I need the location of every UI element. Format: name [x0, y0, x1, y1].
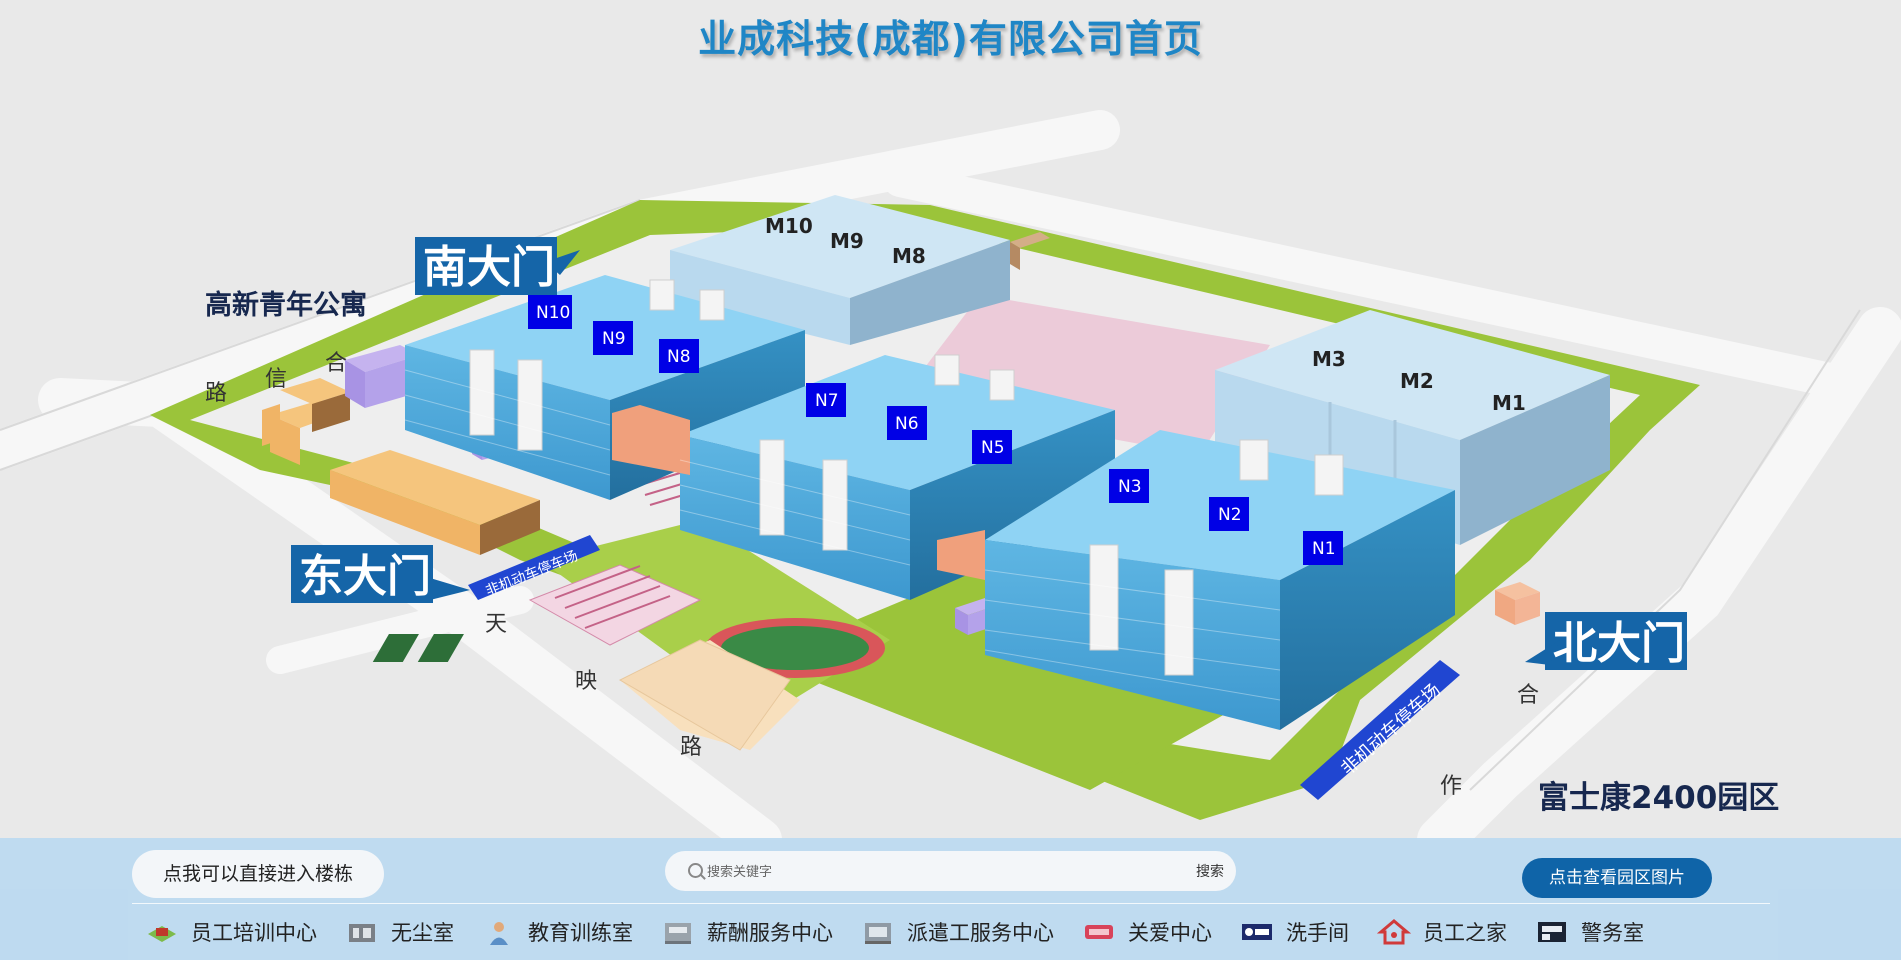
restroom-icon — [1240, 918, 1274, 946]
enter-building-button[interactable]: 点我可以直接进入楼栋 — [132, 850, 384, 898]
svg-text:N5: N5 — [981, 438, 1005, 458]
nav-item-care-center[interactable]: 关爱中心 — [1082, 917, 1212, 947]
search-icon — [688, 863, 703, 878]
svg-text:合: 合 — [325, 351, 347, 376]
nav-item-restroom[interactable]: 洗手间 — [1240, 917, 1349, 947]
building-m1-label: M1 — [1492, 391, 1526, 415]
nav-item-dispatch-service[interactable]: 派遣工服务中心 — [861, 917, 1054, 947]
south-gate-label[interactable]: 南大门 — [415, 237, 580, 295]
nav-item-police-room[interactable]: 警务室 — [1535, 917, 1644, 947]
building-m9-label: M9 — [830, 229, 864, 253]
employee-home-icon — [1376, 918, 1412, 946]
svg-text:合: 合 — [1517, 683, 1539, 708]
building-n2-label[interactable]: N2 — [1209, 497, 1249, 531]
svg-text:南大门: 南大门 — [423, 242, 555, 293]
tianying-road-label: 天 映 路 — [485, 612, 702, 760]
cleanroom-icon — [345, 918, 379, 946]
education-icon — [482, 918, 516, 946]
police-room-icon — [1535, 918, 1569, 946]
nav-item-employee-home[interactable]: 员工之家 — [1376, 917, 1507, 947]
bike-parking-area — [528, 469, 702, 646]
divider — [132, 903, 1770, 904]
care-center-icon — [1082, 918, 1116, 946]
building-n7-label[interactable]: N7 — [806, 383, 846, 417]
apartment-buildings — [262, 378, 540, 555]
svg-text:N9: N9 — [602, 329, 626, 349]
svg-text:北大门: 北大门 — [1553, 618, 1685, 669]
svg-text:N7: N7 — [815, 391, 839, 411]
nav-item-training-center[interactable]: 员工培训中心 — [145, 917, 317, 947]
apartment-label: 高新青年公寓 — [205, 289, 367, 321]
search-input[interactable] — [705, 859, 1129, 885]
svg-text:路: 路 — [205, 381, 227, 406]
svg-text:N8: N8 — [667, 347, 691, 367]
svg-text:作: 作 — [1440, 774, 1462, 799]
svg-text:N6: N6 — [895, 414, 919, 434]
building-m10-label: M10 — [765, 214, 813, 238]
svg-text:天: 天 — [485, 612, 507, 637]
svg-text:N10: N10 — [536, 303, 570, 323]
m-building-labels: M10 M9 M8 M3 M2 M1 — [765, 214, 1526, 415]
building-m2-label: M2 — [1400, 369, 1434, 393]
svg-text:东大门: 东大门 — [299, 551, 431, 602]
svg-text:N3: N3 — [1118, 477, 1142, 497]
building-n6-label[interactable]: N6 — [887, 406, 927, 440]
hezuo-road-label: 合 作 路 — [1440, 683, 1539, 799]
east-gate-label[interactable]: 东大门 — [291, 545, 470, 603]
building-n3-label[interactable]: N3 — [1109, 469, 1149, 503]
page-title: 业成科技(成都)有限公司首页 — [698, 17, 1203, 61]
campus-map: 非机动车停车场 非机动车停车场 南大门 东大门 北大门 高新青年公寓 富士康24… — [0, 110, 1901, 840]
training-center-icon — [145, 918, 179, 946]
dispatch-service-icon — [861, 918, 895, 946]
svg-text:路: 路 — [680, 735, 702, 760]
building-n5-label[interactable]: N5 — [972, 430, 1012, 464]
svg-text:信: 信 — [265, 367, 287, 392]
nav-item-education[interactable]: 教育训练室 — [482, 917, 633, 947]
view-park-photos-button[interactable]: 点击查看园区图片 — [1522, 858, 1712, 898]
svg-text:N1: N1 — [1312, 539, 1336, 559]
svg-text:N2: N2 — [1218, 505, 1242, 525]
north-gate-label[interactable]: 北大门 — [1525, 612, 1687, 670]
building-n9-label[interactable]: N9 — [593, 321, 633, 355]
park-label: 富士康2400园区 — [1538, 780, 1779, 816]
salary-service-icon — [661, 918, 695, 946]
building-n10-label[interactable]: N10 — [528, 295, 572, 329]
building-m3-label: M3 — [1312, 347, 1346, 371]
building-n1-label[interactable]: N1 — [1303, 531, 1343, 565]
building-n8-label[interactable]: N8 — [659, 339, 699, 373]
xinhe-road-label: 路 信 合 — [205, 351, 347, 406]
search-button[interactable]: 搜索 — [1196, 864, 1224, 880]
facility-nav: 员工培训中心 无尘室 教育训练室 薪酬服务中心 派遣工服务中心 关爱中心 洗手间… — [145, 912, 1672, 952]
nav-item-salary-service[interactable]: 薪酬服务中心 — [661, 917, 833, 947]
svg-text:映: 映 — [575, 669, 597, 694]
search-box: 搜索 — [665, 851, 1236, 891]
building-m8-label: M8 — [892, 244, 926, 268]
nav-item-cleanroom[interactable]: 无尘室 — [345, 917, 454, 947]
m-buildings — [670, 195, 1610, 545]
